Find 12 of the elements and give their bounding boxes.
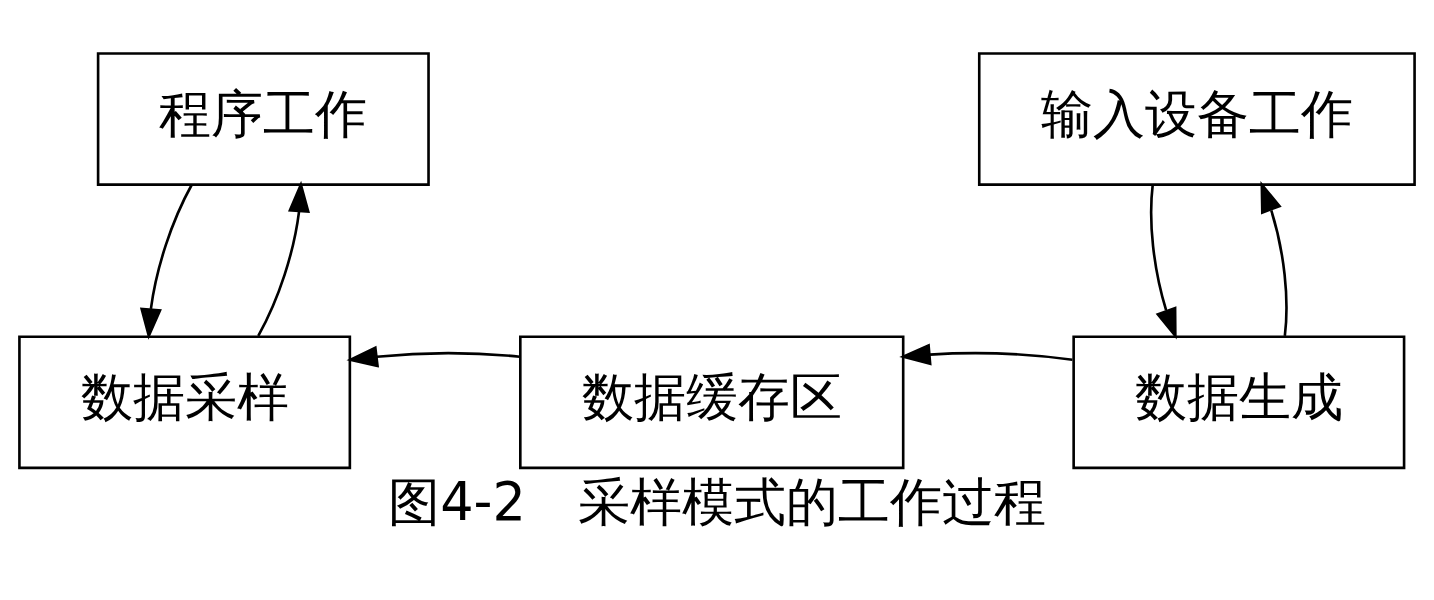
node-box: 数据缓存区 bbox=[519, 335, 905, 470]
arrow bbox=[257, 180, 310, 337]
node-box: 数据生成 bbox=[1072, 335, 1406, 470]
arrow bbox=[346, 345, 520, 368]
node-box: 输入设备工作 bbox=[977, 52, 1416, 186]
caption: 图4-2 采样模式的工作过程 bbox=[388, 471, 1046, 533]
arrow bbox=[139, 184, 193, 340]
node-box: 数据采样 bbox=[18, 335, 352, 470]
arrow bbox=[1149, 184, 1177, 340]
node-box: 程序工作 bbox=[96, 52, 430, 186]
arrow bbox=[899, 343, 1073, 366]
arrow bbox=[1260, 181, 1288, 336]
